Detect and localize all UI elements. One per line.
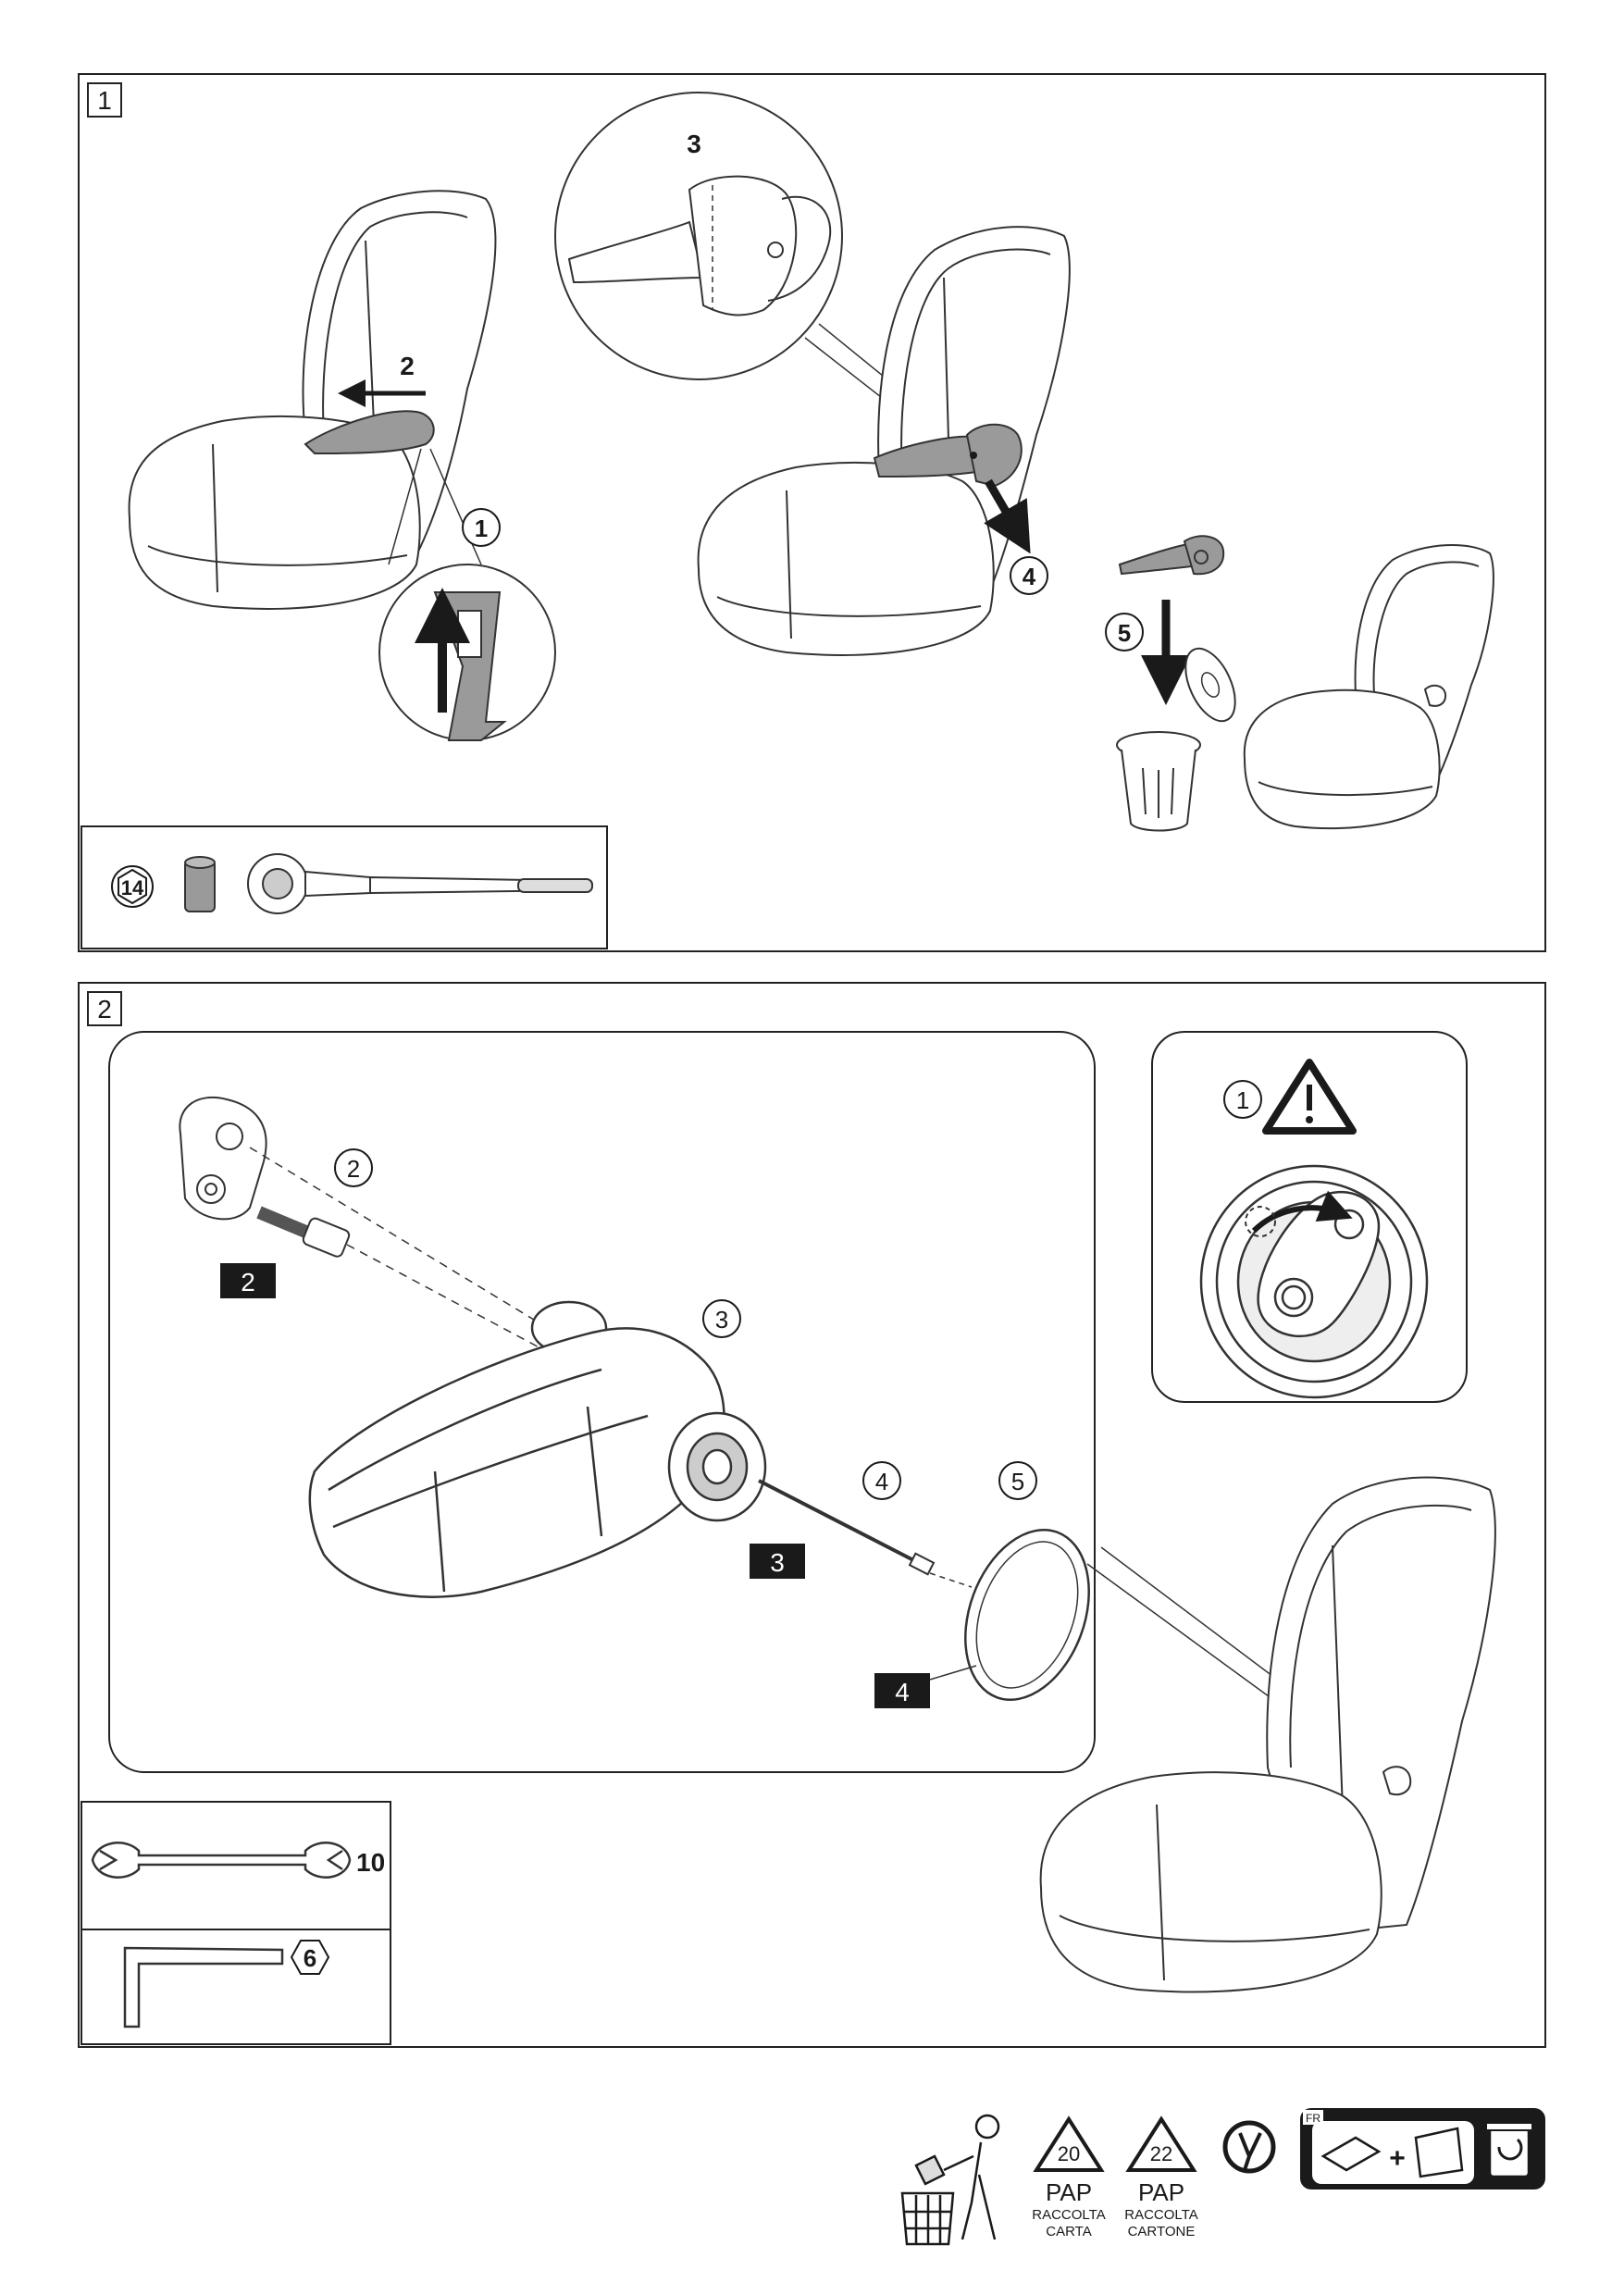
socket-icon xyxy=(184,856,216,912)
hex-key-size-label: 6 xyxy=(304,1944,316,1972)
ratchet-icon xyxy=(247,853,593,914)
recycling-footer: 20 PAP RACCOLTA CARTA 22 PAP RACCOLTA CA… xyxy=(900,2108,1545,2246)
trash-can-icon xyxy=(1116,731,1201,832)
armrest-illustration xyxy=(1118,542,1194,576)
svg-text:+: + xyxy=(1389,2143,1406,2174)
callout-2: 2 xyxy=(400,352,415,380)
recycle-paper-line2: CARTA xyxy=(1046,2224,1091,2239)
armrest-illustration xyxy=(308,1300,767,1598)
seat-illustration xyxy=(1243,543,1494,830)
triman-icon xyxy=(1222,2120,1276,2174)
socket-size-label: 14 xyxy=(121,876,144,899)
seat-illustration xyxy=(1039,1476,1496,1993)
callout-1: 1 xyxy=(475,515,488,542)
callout-3: 3 xyxy=(715,1306,728,1334)
recycle-triangle-icon xyxy=(1125,2115,1197,2172)
seat-illustration xyxy=(128,190,497,610)
recycle-cardboard-line2: CARTONE xyxy=(1128,2224,1196,2239)
disc-detail-illustration xyxy=(1199,1164,1429,1399)
rotate-arrow-icon xyxy=(1251,1190,1353,1234)
bracket-illustration xyxy=(179,1096,267,1221)
armrest-illustration xyxy=(965,423,1023,488)
wrench-icon xyxy=(91,1842,352,1879)
recycle-cardboard-code: 22 xyxy=(1150,2142,1172,2165)
bolt-illustration xyxy=(256,1206,351,1258)
recycle-paper-material: PAP xyxy=(1046,2178,1092,2206)
part-label xyxy=(220,1263,276,1298)
recycle-cardboard-line1: RACCOLTA xyxy=(1124,2207,1197,2223)
seat-illustration xyxy=(697,226,1071,656)
callout-5: 5 xyxy=(1118,619,1131,647)
warning-triangle-icon xyxy=(1262,1059,1357,1135)
rod-illustration xyxy=(758,1479,922,1566)
panel-number: 1 xyxy=(97,86,112,115)
callout-3: 3 xyxy=(687,130,701,158)
trash-person-icon xyxy=(900,2114,1000,2246)
armrest-illustration xyxy=(304,410,435,455)
callout-2: 2 xyxy=(347,1155,360,1183)
panel-number: 2 xyxy=(97,995,112,1023)
wrench-size-label: 10 xyxy=(356,1848,385,1877)
recycle-paper-code: 20 xyxy=(1058,2142,1080,2165)
panel-1: 1 2 1 3 xyxy=(78,73,1546,952)
warning-detail-box xyxy=(1151,1031,1468,1403)
callout-4: 4 xyxy=(1023,563,1036,590)
triman-country-label: FR xyxy=(1306,2112,1320,2125)
callout-1: 1 xyxy=(1236,1086,1249,1114)
part-2-label: 2 xyxy=(241,1268,255,1296)
callout-5: 5 xyxy=(1011,1468,1024,1495)
part-3-label: 3 xyxy=(770,1548,785,1577)
recycling-bin-icon xyxy=(1485,2122,1533,2178)
cover-ring-illustration xyxy=(964,1528,1090,1702)
recycle-paper-line1: RACCOLTA xyxy=(1032,2207,1105,2223)
callout-4: 4 xyxy=(875,1468,888,1495)
cover-disc-illustration xyxy=(1184,647,1236,723)
panel-2: 2 2 2 xyxy=(78,982,1546,2048)
hex-key-icon xyxy=(123,1946,284,2028)
recycle-triangle-icon xyxy=(1033,2115,1105,2172)
info-tri-icon: FR + xyxy=(1300,2108,1545,2190)
arrow-icon xyxy=(984,478,1031,554)
recycle-cardboard-material: PAP xyxy=(1138,2178,1184,2206)
exploded-view-box xyxy=(108,1031,1096,1773)
part-4-label: 4 xyxy=(895,1678,910,1706)
